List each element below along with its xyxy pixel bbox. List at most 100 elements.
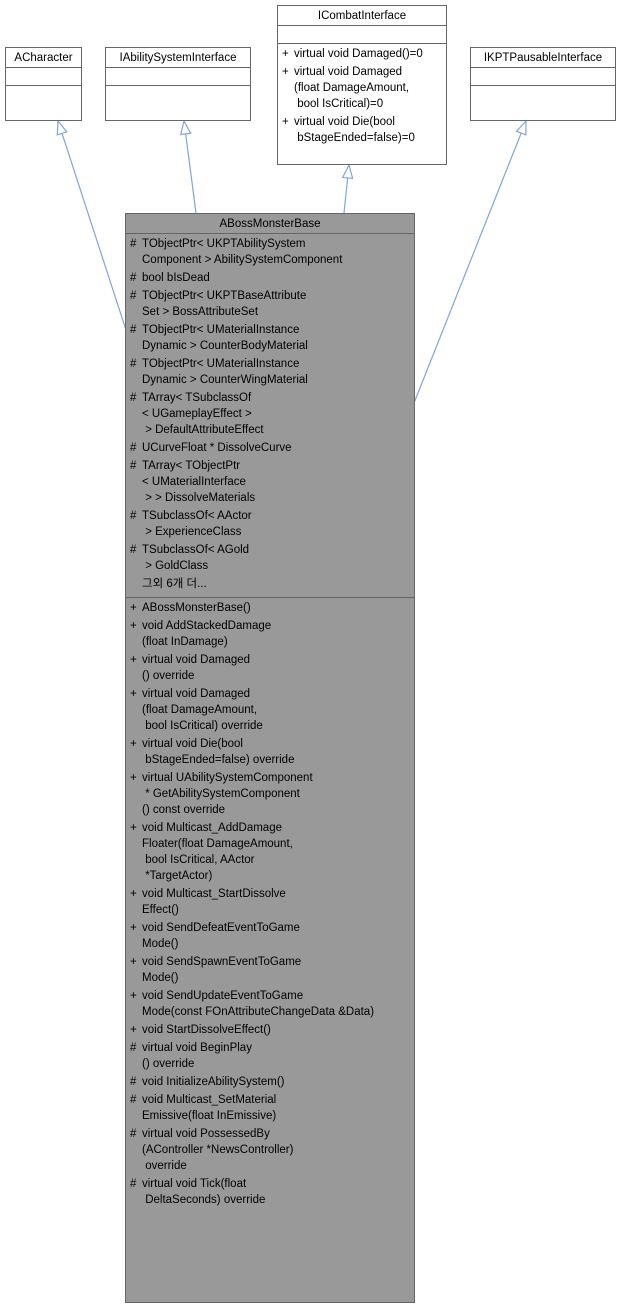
inheritance-lines	[56, 119, 527, 404]
member-signature: void Multicast_StartDissolve Effect()	[142, 888, 286, 916]
member-method[interactable]: +virtual void Damaged (float DamageAmoun…	[282, 64, 442, 112]
edge-acharacter-line	[61, 133, 127, 331]
member-signature: void SendUpdateEventToGame Mode(const FO…	[142, 990, 375, 1018]
member-signature: TObjectPtr< UMaterialInstance Dynamic > …	[142, 324, 308, 352]
member-method[interactable]: #void Multicast_SetMaterial Emissive(flo…	[130, 1092, 410, 1124]
methods-section: + ABossMonsterBase() + void AddStackedDamag…	[126, 598, 414, 1213]
member-attribute[interactable]: # bool bIsDead	[130, 270, 410, 286]
attributes-section	[278, 26, 446, 44]
member-method[interactable]: +void StartDissolveEffect()	[130, 1022, 410, 1038]
visibility-marker: #	[130, 510, 137, 522]
member-method[interactable]: +void Multicast_StartDissolve Effect()	[130, 886, 410, 918]
member-signature: void InitializeAbilitySystem()	[142, 1076, 285, 1088]
class-name: ICombatInterface	[278, 6, 446, 26]
visibility-marker: +	[130, 772, 137, 784]
visibility-marker: +	[130, 822, 137, 834]
visibility-marker: +	[130, 956, 137, 968]
member-signature: void Multicast_SetMaterial Emissive(floa…	[142, 1094, 277, 1122]
methods-section	[6, 86, 81, 104]
member-attribute[interactable]: # TSubclassOf< AActor > ExperienceClass	[130, 508, 410, 540]
member-attribute[interactable]: # TArray< TSubclassOf < UGameplayEffect >…	[130, 390, 410, 438]
member-attribute[interactable]: #TArray< TObjectPtr < UMaterialInterface…	[130, 458, 410, 506]
visibility-marker: +	[282, 48, 289, 60]
member-method[interactable]: + ABossMonsterBase()	[130, 600, 410, 616]
member-signature: UCurveFloat * DissolveCurve	[142, 442, 292, 454]
member-signature: TArray< TObjectPtr < UMaterialInterface …	[142, 460, 256, 504]
attributes-section	[106, 68, 250, 86]
class-box-acharacter[interactable]: ACharacter	[5, 47, 82, 121]
member-method[interactable]: + virtual void Damaged()=0	[282, 46, 442, 62]
member-method[interactable]: + void SendUpdateEventToGame Mode(const F…	[130, 988, 410, 1020]
member-method[interactable]: #virtual void Tick(float DeltaSeconds) o…	[130, 1176, 410, 1208]
attributes-section	[471, 68, 615, 86]
member-method[interactable]: + virtual void Die(bool bStageEnded=false…	[282, 114, 442, 146]
member-method[interactable]: + virtual UAbilitySystemComponent * GetAb…	[130, 770, 410, 818]
member-method[interactable]: #void InitializeAbilitySystem()	[130, 1074, 410, 1090]
member-signature: ABossMonsterBase()	[142, 602, 251, 614]
visibility-marker: +	[130, 990, 137, 1002]
class-box-icombatinterface[interactable]: ICombatInterface + virtual void Damaged()…	[277, 5, 447, 165]
member-attribute[interactable]: # TObjectPtr< UMaterialInstance Dynamic >…	[130, 356, 410, 388]
member-attribute[interactable]: 그외 6개 더...	[130, 576, 410, 592]
visibility-marker: +	[130, 922, 137, 934]
visibility-marker: #	[130, 544, 137, 556]
member-signature: void Multicast_AddDamage Floater(float D…	[142, 822, 293, 882]
visibility-marker: #	[130, 358, 137, 370]
member-attribute[interactable]: #TObjectPtr< UKPTAbilitySystem Component…	[130, 236, 410, 268]
member-signature: virtual void Damaged()=0	[294, 48, 423, 60]
attributes-section	[6, 68, 81, 86]
visibility-marker: #	[130, 272, 137, 284]
class-name: ACharacter	[6, 48, 81, 68]
visibility-marker: +	[282, 66, 289, 78]
member-method[interactable]: #virtual void BeginPlay () override	[130, 1040, 410, 1072]
member-method[interactable]: + void SendSpawnEventToGame Mode()	[130, 954, 410, 986]
class-name: IKPTPausableInterface	[471, 48, 615, 68]
class-box-iabilitysysteminterface[interactable]: IAbilitySystemInterface	[105, 47, 251, 121]
edge-icombat-arrowhead	[341, 163, 354, 180]
member-signature: virtual void Damaged (float DamageAmount…	[142, 688, 263, 732]
visibility-marker: #	[130, 392, 137, 404]
member-attribute[interactable]: # TObjectPtr< UKPTBaseAttribute Set > Bos…	[130, 288, 410, 320]
member-signature: void AddStackedDamage (float InDamage)	[142, 620, 272, 648]
member-signature: virtual void PossessedBy (AController *N…	[142, 1128, 294, 1172]
member-method[interactable]: #virtual void PossessedBy (AController *…	[130, 1126, 410, 1174]
member-method[interactable]: + void AddStackedDamage (float InDamage)	[130, 618, 410, 650]
member-signature: virtual UAbilitySystemComponent * GetAbi…	[142, 772, 313, 816]
class-name: IAbilitySystemInterface	[106, 48, 250, 68]
methods-section	[471, 86, 615, 104]
member-method[interactable]: +virtual void Die(bool bStageEnded=false…	[130, 736, 410, 768]
member-signature: TObjectPtr< UKPTBaseAttribute Set > Boss…	[142, 290, 307, 318]
member-signature: TSubclassOf< AGold > GoldClass	[142, 544, 250, 572]
visibility-marker: +	[282, 116, 289, 128]
visibility-marker: #	[130, 290, 137, 302]
visibility-marker: #	[130, 1178, 137, 1190]
visibility-marker: +	[130, 654, 137, 666]
methods-section: +virtual void Damaged()=0+virtual void D…	[278, 44, 446, 151]
member-signature: bool bIsDead	[142, 272, 210, 284]
attributes-section: #TObjectPtr< UKPTAbilitySystem Component…	[126, 234, 414, 598]
edge-ikpt-line	[413, 132, 522, 404]
member-attribute[interactable]: #TObjectPtr< UMaterialInstance Dynamic >…	[130, 322, 410, 354]
member-signature: TSubclassOf< AActor > ExperienceClass	[142, 510, 252, 538]
edge-iability-line	[185, 133, 197, 214]
member-method[interactable]: +virtual void Damaged (float DamageAmoun…	[130, 686, 410, 734]
member-method[interactable]: + void SendDefeatEventToGame Mode()	[130, 920, 410, 952]
member-attribute[interactable]: #UCurveFloat * DissolveCurve	[130, 440, 410, 456]
visibility-marker: +	[130, 620, 137, 632]
member-signature: virtual void BeginPlay () override	[142, 1042, 252, 1070]
member-signature: virtual void Die(bool bStageEnded=false)…	[294, 116, 415, 144]
member-signature: void SendSpawnEventToGame Mode()	[142, 956, 302, 984]
visibility-marker: #	[130, 238, 137, 250]
visibility-marker: +	[130, 602, 137, 614]
member-attribute[interactable]: # TSubclassOf< AGold > GoldClass	[130, 542, 410, 574]
member-signature: void SendDefeatEventToGame Mode()	[142, 922, 300, 950]
member-method[interactable]: +virtual void Damaged () override	[130, 652, 410, 684]
visibility-marker: +	[130, 738, 137, 750]
edge-ikpt-arrowhead	[515, 119, 527, 136]
class-box-abossmonsterbase[interactable]: ABossMonsterBase #TObjectPtr< UKPTAbilit…	[125, 213, 415, 1303]
member-signature: TArray< TSubclassOf < UGameplayEffect > …	[142, 392, 264, 436]
member-method[interactable]: + void Multicast_AddDamage Floater(float …	[130, 820, 410, 884]
class-box-ikptpausableinterface[interactable]: IKPTPausableInterface	[470, 47, 616, 121]
member-signature: TObjectPtr< UMaterialInstance Dynamic > …	[142, 358, 308, 386]
